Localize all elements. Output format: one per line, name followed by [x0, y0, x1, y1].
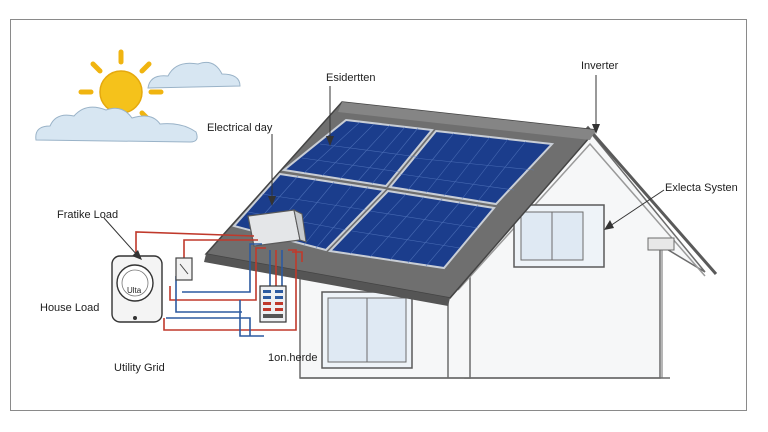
label-exlecta-system: Exlecta Systen [665, 182, 738, 194]
wiring [135, 231, 303, 337]
disconnect-switch-icon [175, 257, 193, 281]
diagram-frame [10, 19, 747, 411]
lower-window [321, 291, 413, 369]
label-utility-grid: Utility Grid [114, 362, 165, 374]
leader-lines [103, 75, 665, 257]
label-electrical-day: Electrical day [207, 122, 273, 134]
cloud-icon [35, 61, 241, 143]
breaker-panel-icon [259, 285, 287, 323]
label-residential: Esidertten [326, 72, 376, 84]
label-fratike-load: Fratike Load [57, 209, 119, 221]
upper-window [513, 204, 605, 268]
sun-icon [78, 49, 164, 135]
label-house-load: House Load [40, 302, 100, 314]
meter-display-text: Ulta [127, 286, 142, 295]
label-inverter: Inverter [581, 60, 619, 72]
label-ion-herde: 1on.herde [268, 352, 318, 364]
